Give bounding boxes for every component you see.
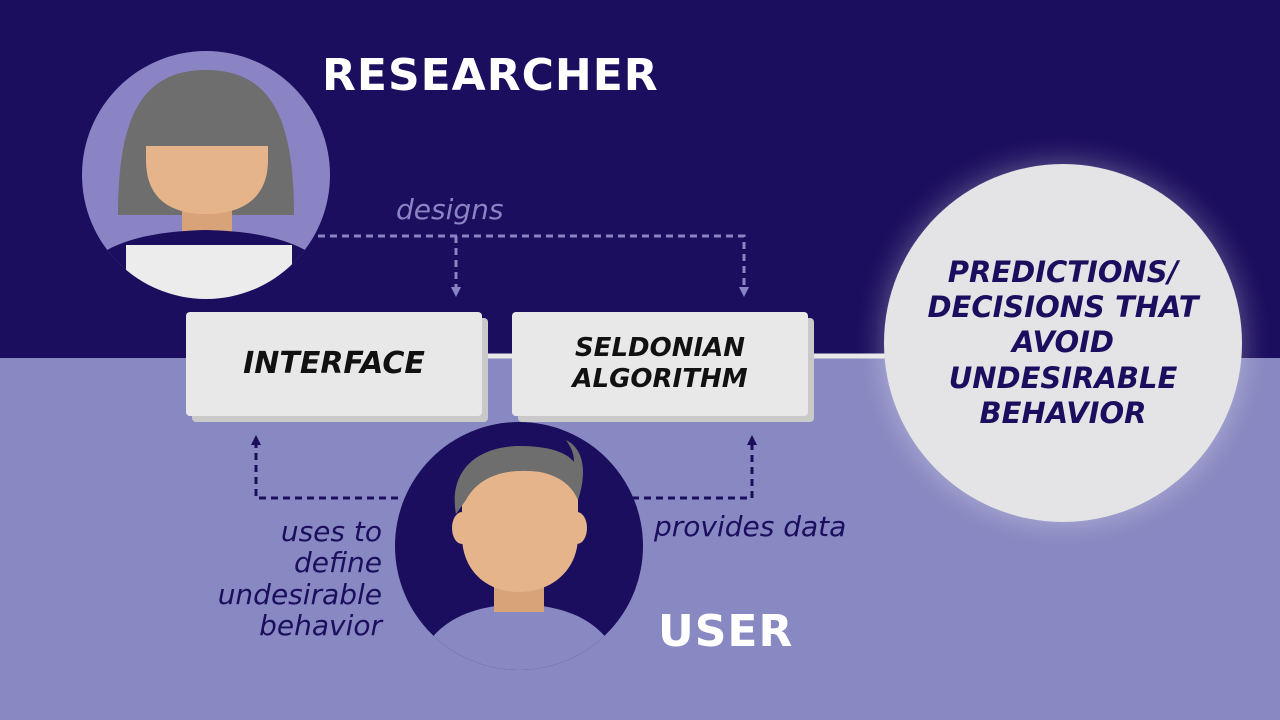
user-label: USER bbox=[658, 606, 794, 657]
seldonian-label-line1: SELDONIAN bbox=[574, 332, 746, 363]
designs-caption: designs bbox=[396, 193, 504, 226]
researcher-avatar-icon bbox=[82, 51, 330, 299]
outcome-circle: PREDICTIONS/ DECISIONS THAT AVOID UNDESI… bbox=[884, 164, 1242, 522]
researcher-label: RESEARCHER bbox=[322, 50, 659, 101]
user-avatar-icon bbox=[395, 422, 643, 670]
interface-box: INTERFACE bbox=[186, 312, 482, 416]
seldonian-label: SELDONIAN ALGORITHM bbox=[572, 333, 747, 395]
interface-label: INTERFACE bbox=[243, 346, 425, 381]
provides-caption: provides data bbox=[654, 510, 847, 543]
provides-arrow bbox=[632, 435, 757, 500]
seldonian-algorithm-box: SELDONIAN ALGORITHM bbox=[512, 312, 808, 416]
uses-arrow bbox=[251, 435, 398, 500]
seldonian-label-line2: ALGORITHM bbox=[572, 364, 748, 394]
uses-caption-line4: behavior bbox=[259, 609, 382, 643]
outcome-text: PREDICTIONS/ DECISIONS THAT AVOID UNDESI… bbox=[927, 254, 1199, 431]
uses-caption-line1: uses to bbox=[280, 515, 382, 548]
uses-caption-line3: undesirable bbox=[217, 577, 382, 611]
designs-arrow bbox=[318, 234, 749, 297]
uses-caption: uses to define undesirable behavior bbox=[217, 515, 382, 643]
uses-caption-line2: define bbox=[293, 546, 382, 580]
